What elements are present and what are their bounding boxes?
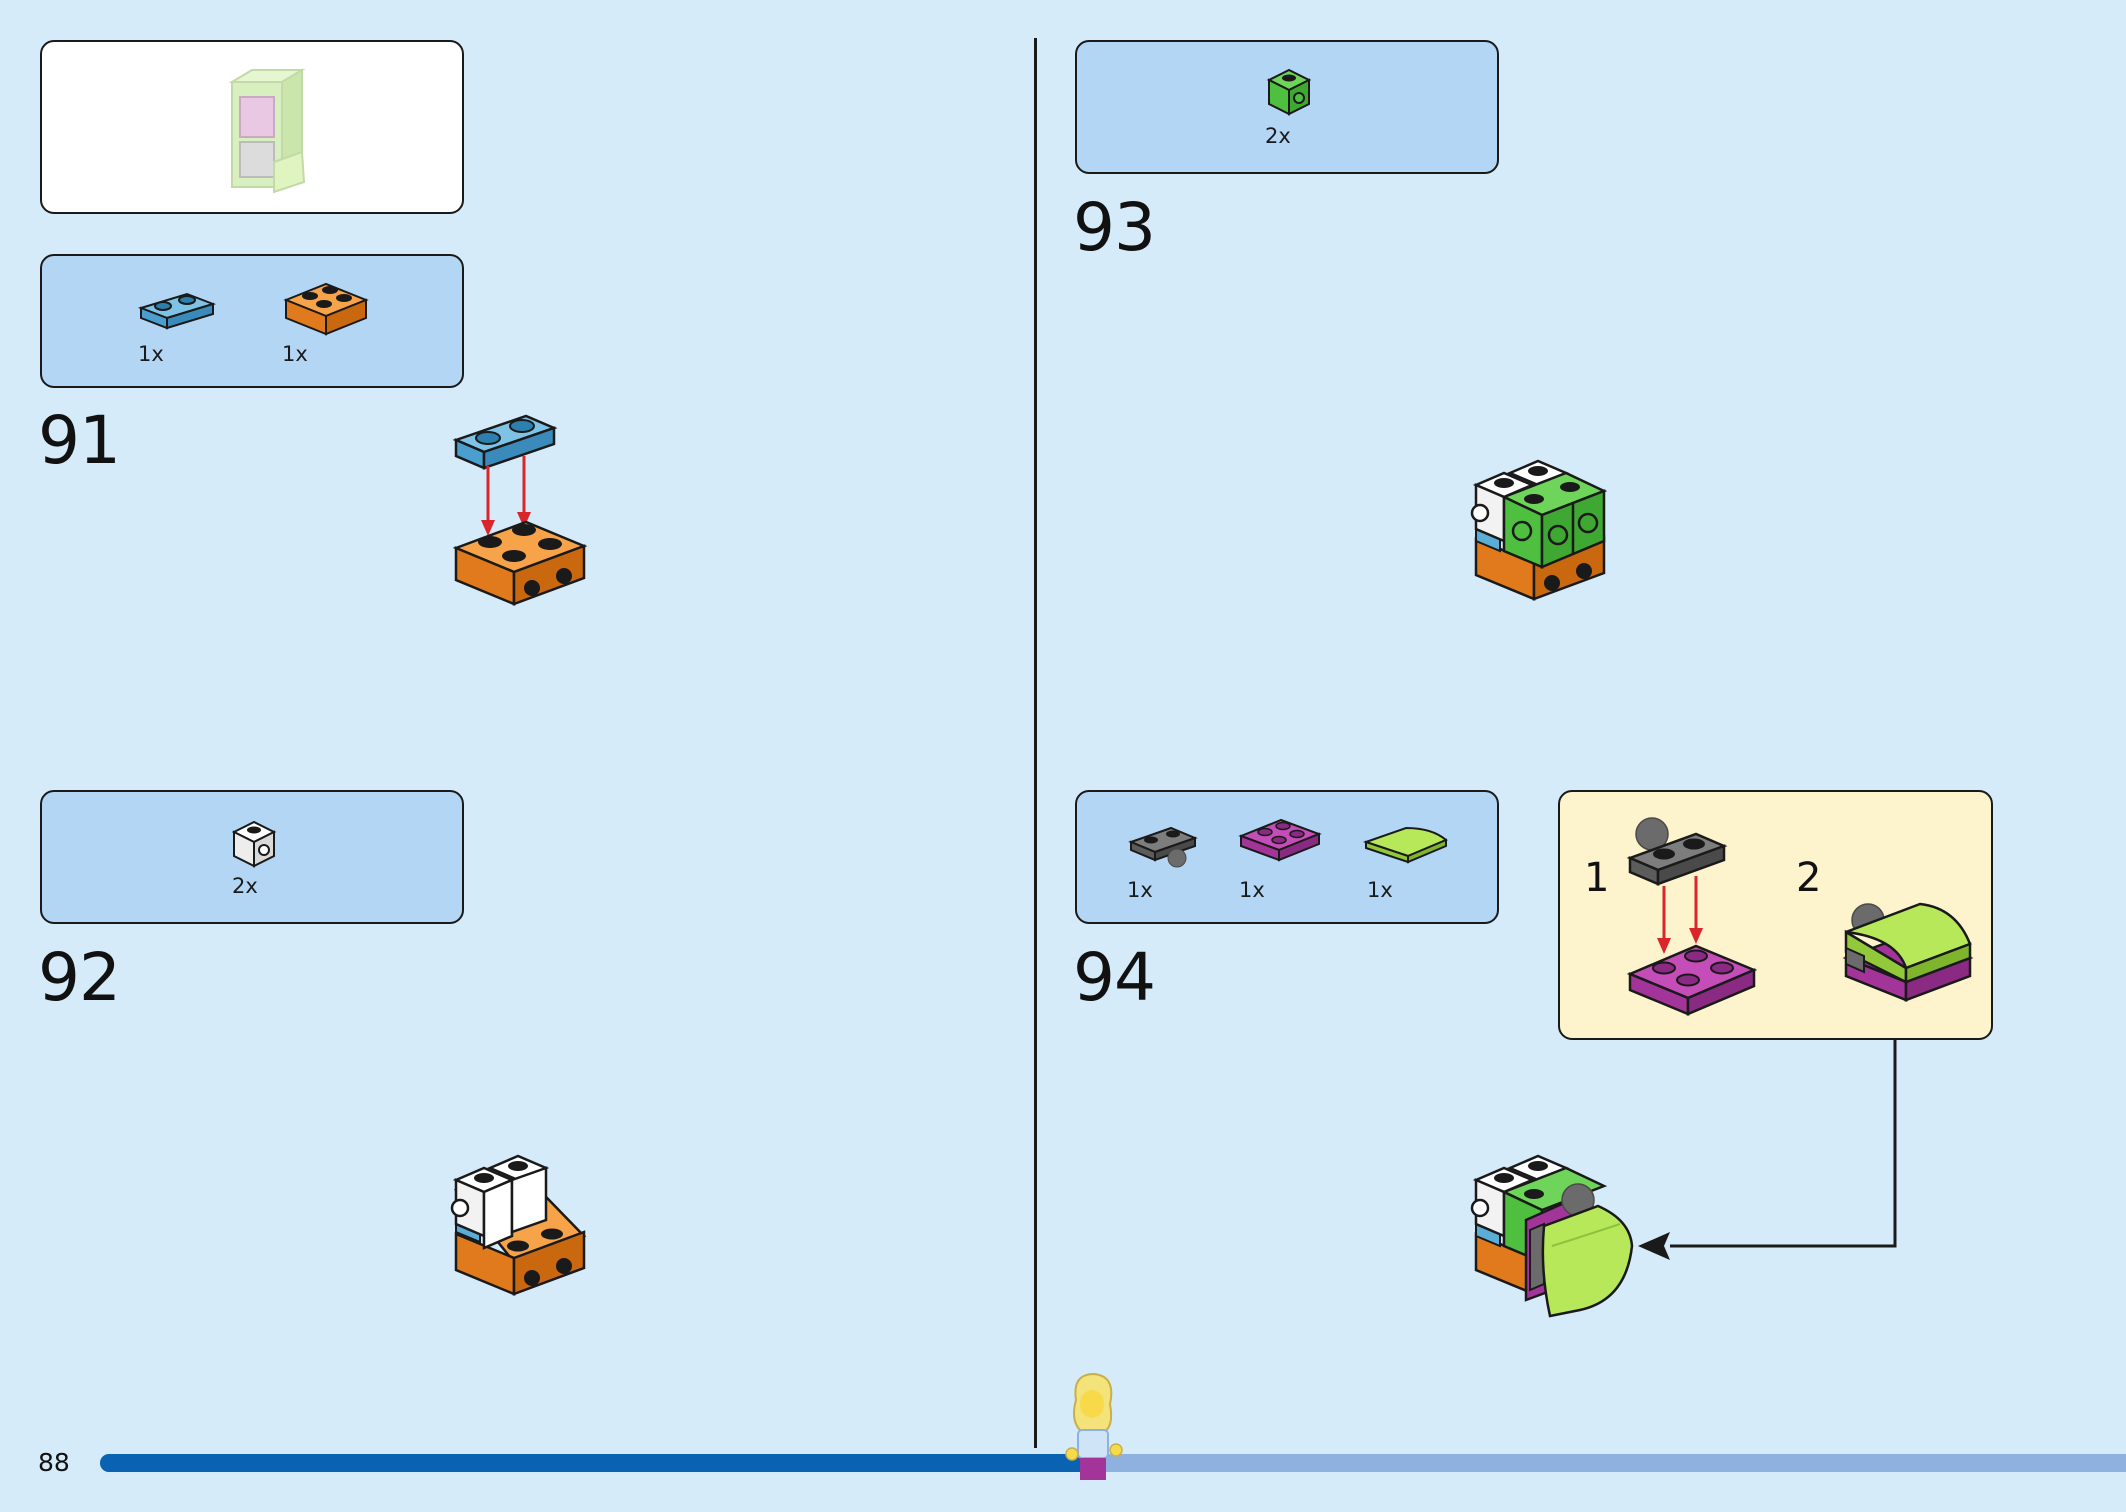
- white-brick-icon: [231, 820, 277, 868]
- substep-1-assembly-icon: [1626, 817, 1758, 1016]
- step-number: 92: [38, 939, 121, 1016]
- minifigure-icon: [1065, 1372, 1123, 1480]
- substep-panel: 1 2: [1558, 790, 1993, 1040]
- step-94-parts-panel: 1x 1x 1x: [1075, 790, 1499, 924]
- step-91-parts-panel: 1x 1x: [40, 254, 464, 388]
- step-number: 93: [1073, 189, 1156, 266]
- step-94-assembly-icon: [1470, 1154, 1634, 1318]
- step-number: 91: [38, 402, 121, 479]
- step-92-assembly-icon: [450, 1154, 587, 1296]
- model-preview-panel: [40, 40, 464, 214]
- substep-2-assembly-icon: [1842, 902, 1974, 1002]
- faded-model-icon: [228, 68, 306, 194]
- step-93-parts-panel: 2x: [1075, 40, 1499, 174]
- substep-number: 2: [1796, 855, 1822, 901]
- green-brick-icon: [1266, 68, 1312, 116]
- page-number: 88: [38, 1448, 70, 1477]
- step-92-parts-panel: 2x: [40, 790, 464, 924]
- substep-number: 1: [1584, 855, 1610, 901]
- part-qty: 1x: [1239, 878, 1265, 902]
- connector-arrow-icon: [1638, 1040, 1897, 1260]
- part-qty: 1x: [1367, 878, 1393, 902]
- magenta-plate-icon: [1238, 818, 1322, 862]
- progress-bar-fill: [100, 1454, 1093, 1472]
- lime-curved-slope-icon: [1362, 826, 1448, 864]
- step-93-assembly-icon: [1470, 459, 1608, 601]
- part-qty: 1x: [282, 342, 308, 366]
- part-qty: 2x: [1265, 124, 1291, 148]
- orange-brick-icon: [283, 282, 369, 336]
- page-divider: [1034, 38, 1037, 1448]
- part-qty: 1x: [1127, 878, 1153, 902]
- blue-plate-icon: [137, 292, 217, 330]
- step-number: 94: [1073, 939, 1156, 1016]
- part-qty: 1x: [138, 342, 164, 366]
- dark-grey-plate-icon: [1128, 826, 1198, 868]
- step-91-assembly-icon: [452, 414, 588, 606]
- part-qty: 2x: [232, 874, 258, 898]
